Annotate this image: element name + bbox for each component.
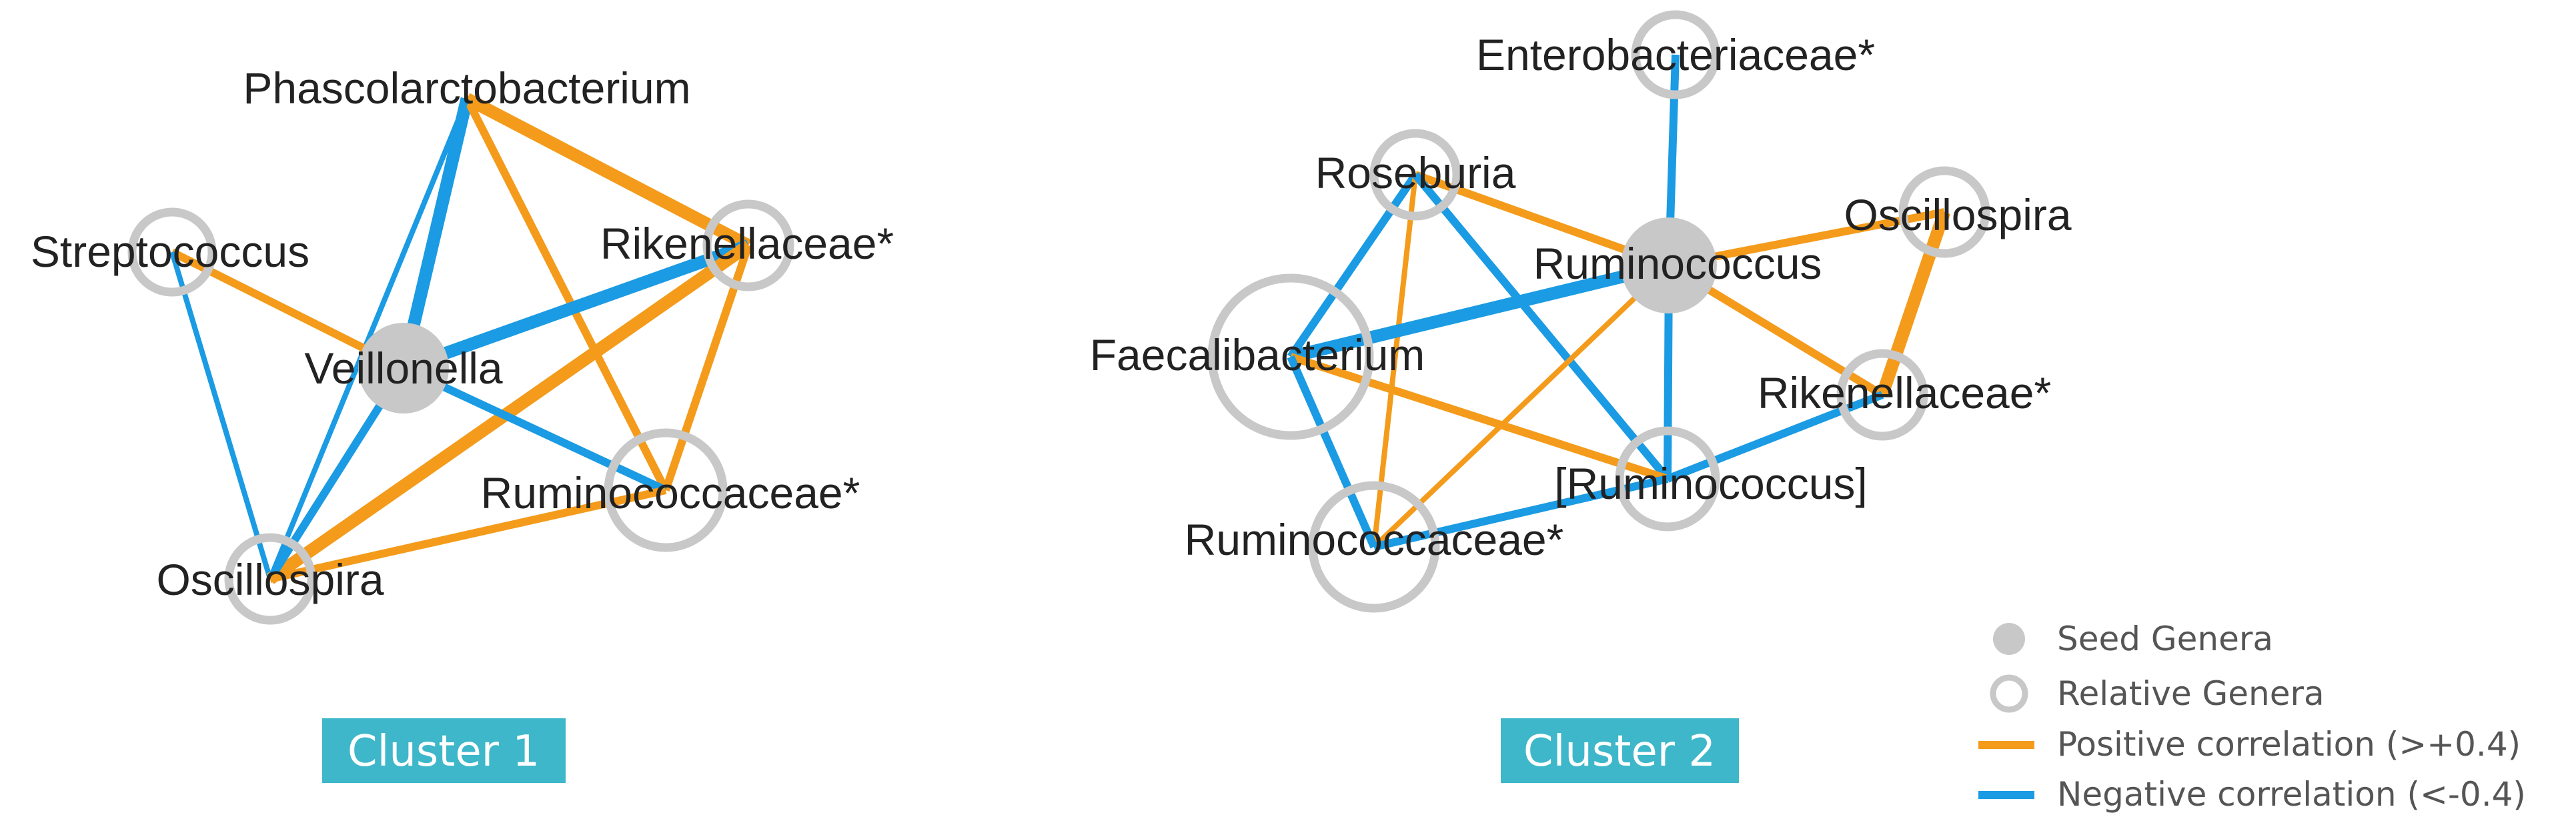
- edge-ruminococcus-faecalibacterium: [1289, 259, 1671, 363]
- node-streptococcus: [127, 207, 217, 297]
- edge-phascolarctobacterium-veillonella: [397, 97, 474, 370]
- edge-roseburia-faecalibacterium: [1287, 172, 1419, 359]
- node-label-ruminococcus_b: [Ruminococcus]: [1554, 459, 1868, 508]
- cluster-2-caption: Cluster 2: [1501, 718, 1739, 783]
- node-veillonella: [358, 323, 449, 414]
- edge-faecalibacterium-ruminococcaceae2: [1287, 355, 1378, 549]
- node-label-oscillospira2: Oscillospira: [1844, 190, 2071, 239]
- node-rikenellaceae2: [1836, 349, 1928, 441]
- node-label-streptococcus: Streptococcus: [31, 227, 309, 276]
- legend-positive-label: Positive correlation (>+0.4): [2057, 725, 2521, 764]
- legend-relative-label: Relative Genera: [2057, 674, 2325, 713]
- node-enterobacteriaceae: [1631, 10, 1720, 99]
- legend: Seed Genera Relative Genera Positive cor…: [1978, 620, 2526, 814]
- edge-ruminococcaceae-oscillospira: [269, 486, 667, 583]
- cluster-2-caption-box: [1501, 718, 1739, 783]
- edge-faecalibacterium-ruminococcus_b: [1289, 353, 1669, 483]
- legend-negative-label: Negative correlation (<-0.4): [2057, 775, 2526, 814]
- node-ruminococcaceae: [604, 428, 728, 552]
- edge-phascolarctobacterium-rikenellaceae: [464, 93, 752, 251]
- edge-streptococcus-oscillospira: [169, 251, 273, 580]
- node-label-phascolarctobacterium: Phascolarctobacterium: [243, 63, 690, 113]
- edge-oscillospira2-rikenellaceae2: [1876, 209, 1950, 397]
- cluster-1-caption: Cluster 1: [322, 718, 566, 783]
- node-label-enterobacteriaceae: Enterobacteriaceae*: [1476, 30, 1875, 79]
- node-ruminococcus_b: [1615, 426, 1720, 532]
- nodes-layer: [127, 10, 1990, 625]
- node-label-rikenellaceae: Rikenellaceae*: [600, 219, 894, 268]
- node-rikenellaceae: [702, 199, 794, 291]
- node-label-ruminococcaceae2: Ruminococcaceae*: [1185, 515, 1564, 564]
- node-faecalibacterium: [1207, 273, 1374, 440]
- node-ruminococcus: [1621, 217, 1717, 313]
- node-label-ruminococcaceae: Ruminococcaceae*: [481, 468, 860, 518]
- legend-seed-marker: [1993, 623, 2025, 655]
- node-label-roseburia: Roseburia: [1315, 148, 1516, 197]
- edge-roseburia-ruminococcus_b: [1412, 172, 1671, 482]
- node-oscillospira2: [1898, 166, 1990, 258]
- edge-phascolarctobacterium-ruminococcaceae: [463, 97, 670, 492]
- cluster-1-caption-text: Cluster 1: [348, 727, 540, 776]
- cluster-2-caption-text: Cluster 2: [1523, 727, 1716, 776]
- node-roseburia: [1369, 129, 1461, 221]
- node-label-rikenellaceae2: Rikenellaceae*: [1758, 368, 2051, 418]
- edge-rikenellaceae-oscillospira: [266, 240, 752, 584]
- cluster-1-caption-box: [322, 718, 566, 783]
- edge-rikenellaceae-veillonella: [401, 239, 751, 374]
- node-label-veillonella: Veillonella: [304, 343, 503, 393]
- node-label-ruminococcus: Ruminococcus: [1533, 239, 1822, 288]
- legend-relative-marker: [1990, 674, 2028, 713]
- node-ruminococcaceae2: [1308, 481, 1440, 613]
- node-oscillospira: [224, 533, 316, 625]
- legend-seed-label: Seed Genera: [2057, 620, 2273, 658]
- edge-veillonella-ruminococcaceae: [402, 364, 668, 494]
- node-label-faecalibacterium: Faecalibacterium: [1090, 330, 1425, 379]
- node-label-oscillospira: Oscillospira: [156, 555, 384, 604]
- edge-ruminococcus-ruminococcaceae2: [1372, 263, 1671, 549]
- edge-phascolarctobacterium-oscillospira: [267, 97, 470, 580]
